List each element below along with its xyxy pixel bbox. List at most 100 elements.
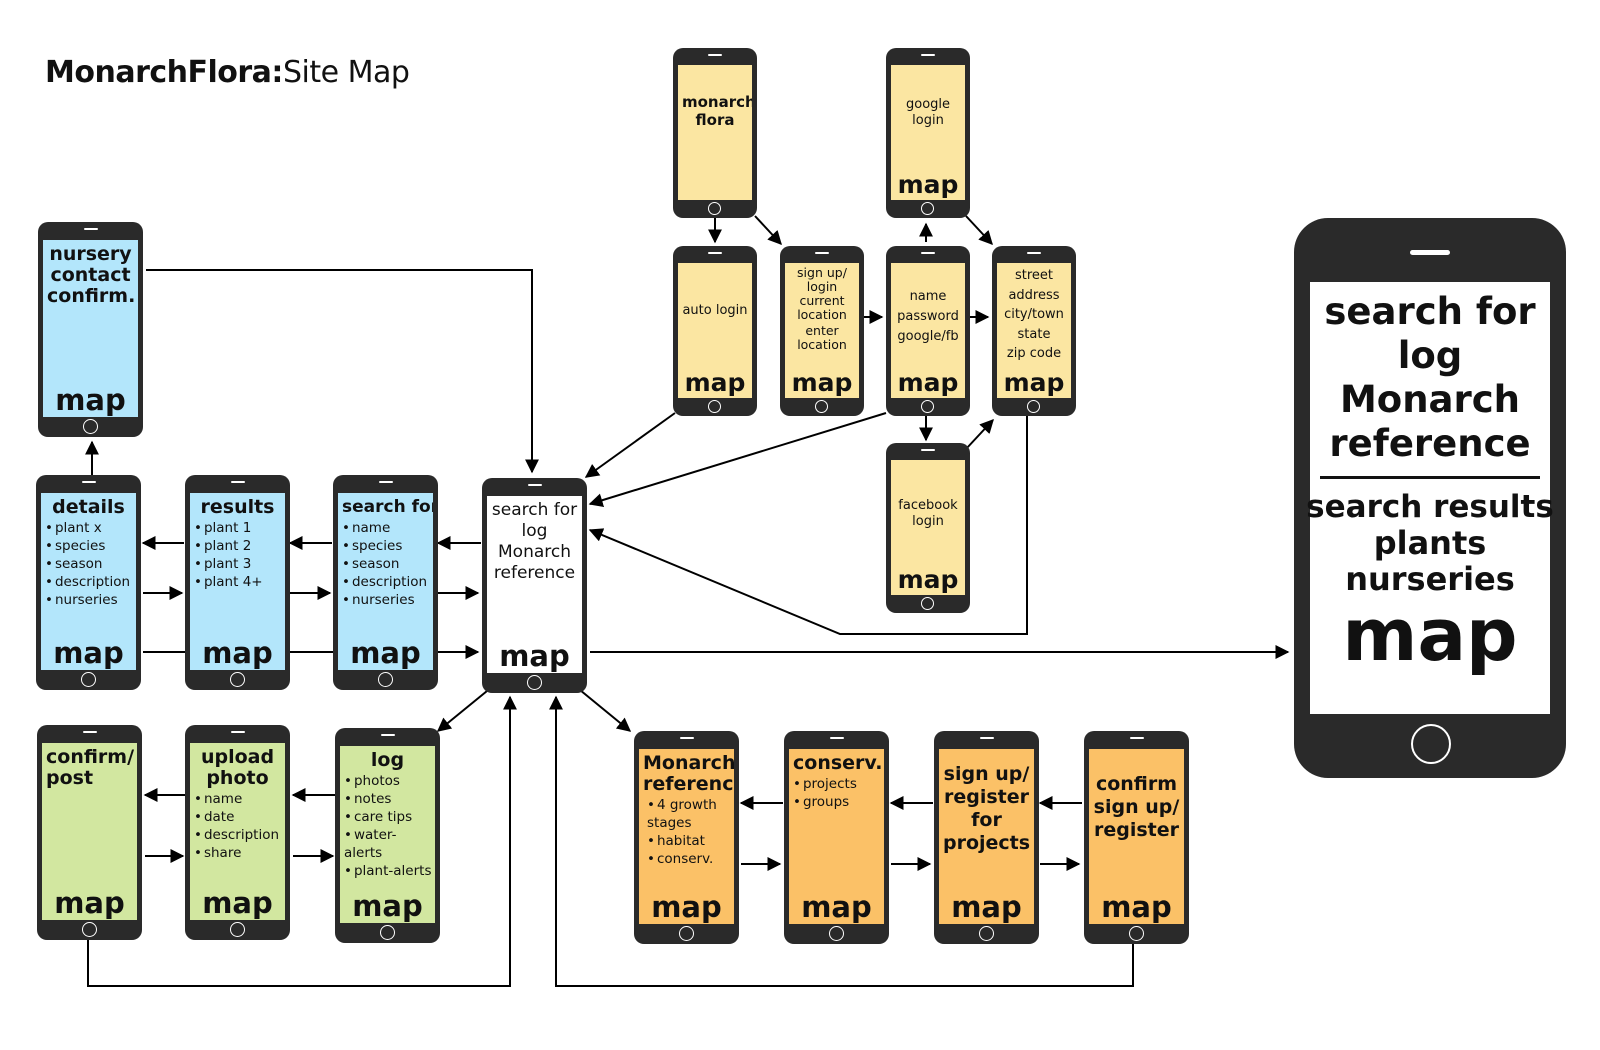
phone-details[interactable]: details plant x species season descripti… (36, 475, 141, 690)
screen-line: flora (695, 111, 735, 129)
speaker (921, 252, 935, 254)
home-button-icon (1411, 724, 1451, 764)
screen-heading-line: sign up/ (943, 763, 1030, 785)
screen-text: monarch flora (682, 69, 752, 198)
screen: auto login map (678, 263, 752, 398)
speaker (921, 449, 935, 451)
arrow-nursery-to-home (146, 269, 539, 474)
home-button-icon (708, 202, 721, 215)
speaker (708, 252, 722, 254)
screen-heading-line: photo (206, 767, 269, 789)
screen-line: password (897, 309, 959, 324)
screen-heading-line: sign up/ (1093, 796, 1180, 818)
screen-heading-line: contact (50, 264, 131, 286)
speaker (83, 228, 98, 230)
screen: conserv. projects groups map (789, 749, 884, 924)
arrow-auto-to-home (584, 412, 676, 478)
map-label: map (897, 565, 959, 594)
phone-search-for[interactable]: search for name species season descripti… (333, 475, 438, 690)
list-item: projects (793, 775, 880, 793)
screen-line: city/town (1004, 307, 1064, 322)
map-label: map (801, 890, 872, 924)
screen-heading-line: upload (200, 746, 275, 768)
phone-auto-login[interactable]: auto login map (673, 246, 757, 416)
list-item: plant 3 (194, 555, 281, 573)
phone-monarch-flora[interactable]: monarch flora (673, 48, 757, 218)
screen: confirm/ post map (42, 743, 137, 920)
list-item: description (45, 573, 132, 591)
map-label: map (791, 368, 853, 397)
screen-line: zip code (1006, 346, 1062, 361)
map-label: map (951, 890, 1022, 924)
phone-google-login[interactable]: google login map (886, 48, 970, 218)
phone-confirm-post[interactable]: confirm/ post map (37, 725, 142, 940)
phone-monarch-reference[interactable]: Monarch reference 4 growth stages habita… (634, 731, 739, 944)
speaker (708, 54, 722, 56)
screen-heading-line: register (943, 786, 1030, 808)
screen: upload photo name date description share… (190, 743, 285, 920)
list-item: conserv. (647, 850, 730, 868)
speaker (230, 731, 245, 733)
phone-facebook-login[interactable]: facebook login map (886, 443, 970, 613)
screen: results plant 1 plant 2 plant 3 plant 4+… (190, 493, 285, 670)
list-item: nurseries (342, 591, 429, 609)
map-label: map (202, 636, 273, 670)
list-item: species (45, 537, 132, 555)
speaker (1027, 252, 1041, 254)
speaker (82, 731, 97, 733)
list-item: nurseries (45, 591, 132, 609)
phone-results[interactable]: results plant 1 plant 2 plant 3 plant 4+… (185, 475, 290, 690)
screen: search for log Monarch reference search … (1306, 282, 1554, 714)
phone-nursery-contact[interactable]: nursery contact confirm. map (38, 222, 143, 437)
screen-line: monarch (682, 93, 752, 111)
phone-home[interactable]: search for log Monarch reference map (482, 478, 587, 693)
screen-line: location (797, 307, 847, 322)
home-button-icon (229, 922, 245, 937)
screen-heading-line: confirm. (47, 285, 136, 307)
home-button-icon (828, 926, 844, 941)
phone-name-password[interactable]: name password google/fb map (886, 246, 970, 416)
phone-address[interactable]: street address city/town state zip code … (992, 246, 1076, 416)
phone-large-preview[interactable]: search for log Monarch reference search … (1294, 218, 1566, 778)
arrow-address-to-home (588, 416, 1028, 635)
screen-line: facebook (898, 498, 958, 513)
screen: name password google/fb map (891, 263, 965, 398)
screen-line: enter (805, 323, 839, 338)
phone-log[interactable]: log photos notes care tips water-alerts … (335, 728, 440, 943)
item-list: 4 growth stages habitat conserv. (643, 796, 730, 868)
phone-confirm-signup[interactable]: confirm sign up/ register map (1084, 731, 1189, 944)
map-label: map (202, 886, 273, 920)
list-item: plant x (45, 519, 132, 537)
screen-heading-line: register (1093, 819, 1180, 841)
screen-text: auto login (682, 267, 748, 319)
home-button-icon (377, 672, 393, 687)
map-label: map (1101, 890, 1172, 924)
phone-signup-register[interactable]: sign up/ register for projects map (934, 731, 1039, 944)
list-item: season (45, 555, 132, 573)
list-item: description (342, 573, 429, 591)
phone-upload-photo[interactable]: upload photo name date description share… (185, 725, 290, 940)
screen-line: name (909, 289, 947, 304)
home-button-icon (708, 400, 721, 413)
item-list: name date description share (194, 790, 281, 862)
screen-line: sign up/ (797, 265, 847, 280)
map-label: map (499, 639, 570, 673)
list-item: plant-alerts (344, 862, 432, 880)
phone-conserv[interactable]: conserv. projects groups map (784, 731, 889, 944)
screen-heading-line: post (46, 767, 94, 789)
screen-line: state (1017, 326, 1051, 342)
screen-line: current (799, 293, 845, 308)
speaker (679, 737, 694, 739)
speaker (1410, 250, 1450, 255)
home-button-icon (1027, 400, 1040, 413)
phone-signup-login[interactable]: sign up/ login current location enter lo… (780, 246, 864, 416)
screen-heading-line: Monarch (643, 752, 734, 774)
home-button-icon (815, 400, 828, 413)
speaker (815, 252, 829, 254)
speaker (1129, 737, 1144, 739)
speaker (921, 54, 935, 56)
list-item: water-alerts (344, 826, 431, 862)
speaker (527, 484, 542, 486)
arrow-home-to-reference (579, 689, 632, 732)
